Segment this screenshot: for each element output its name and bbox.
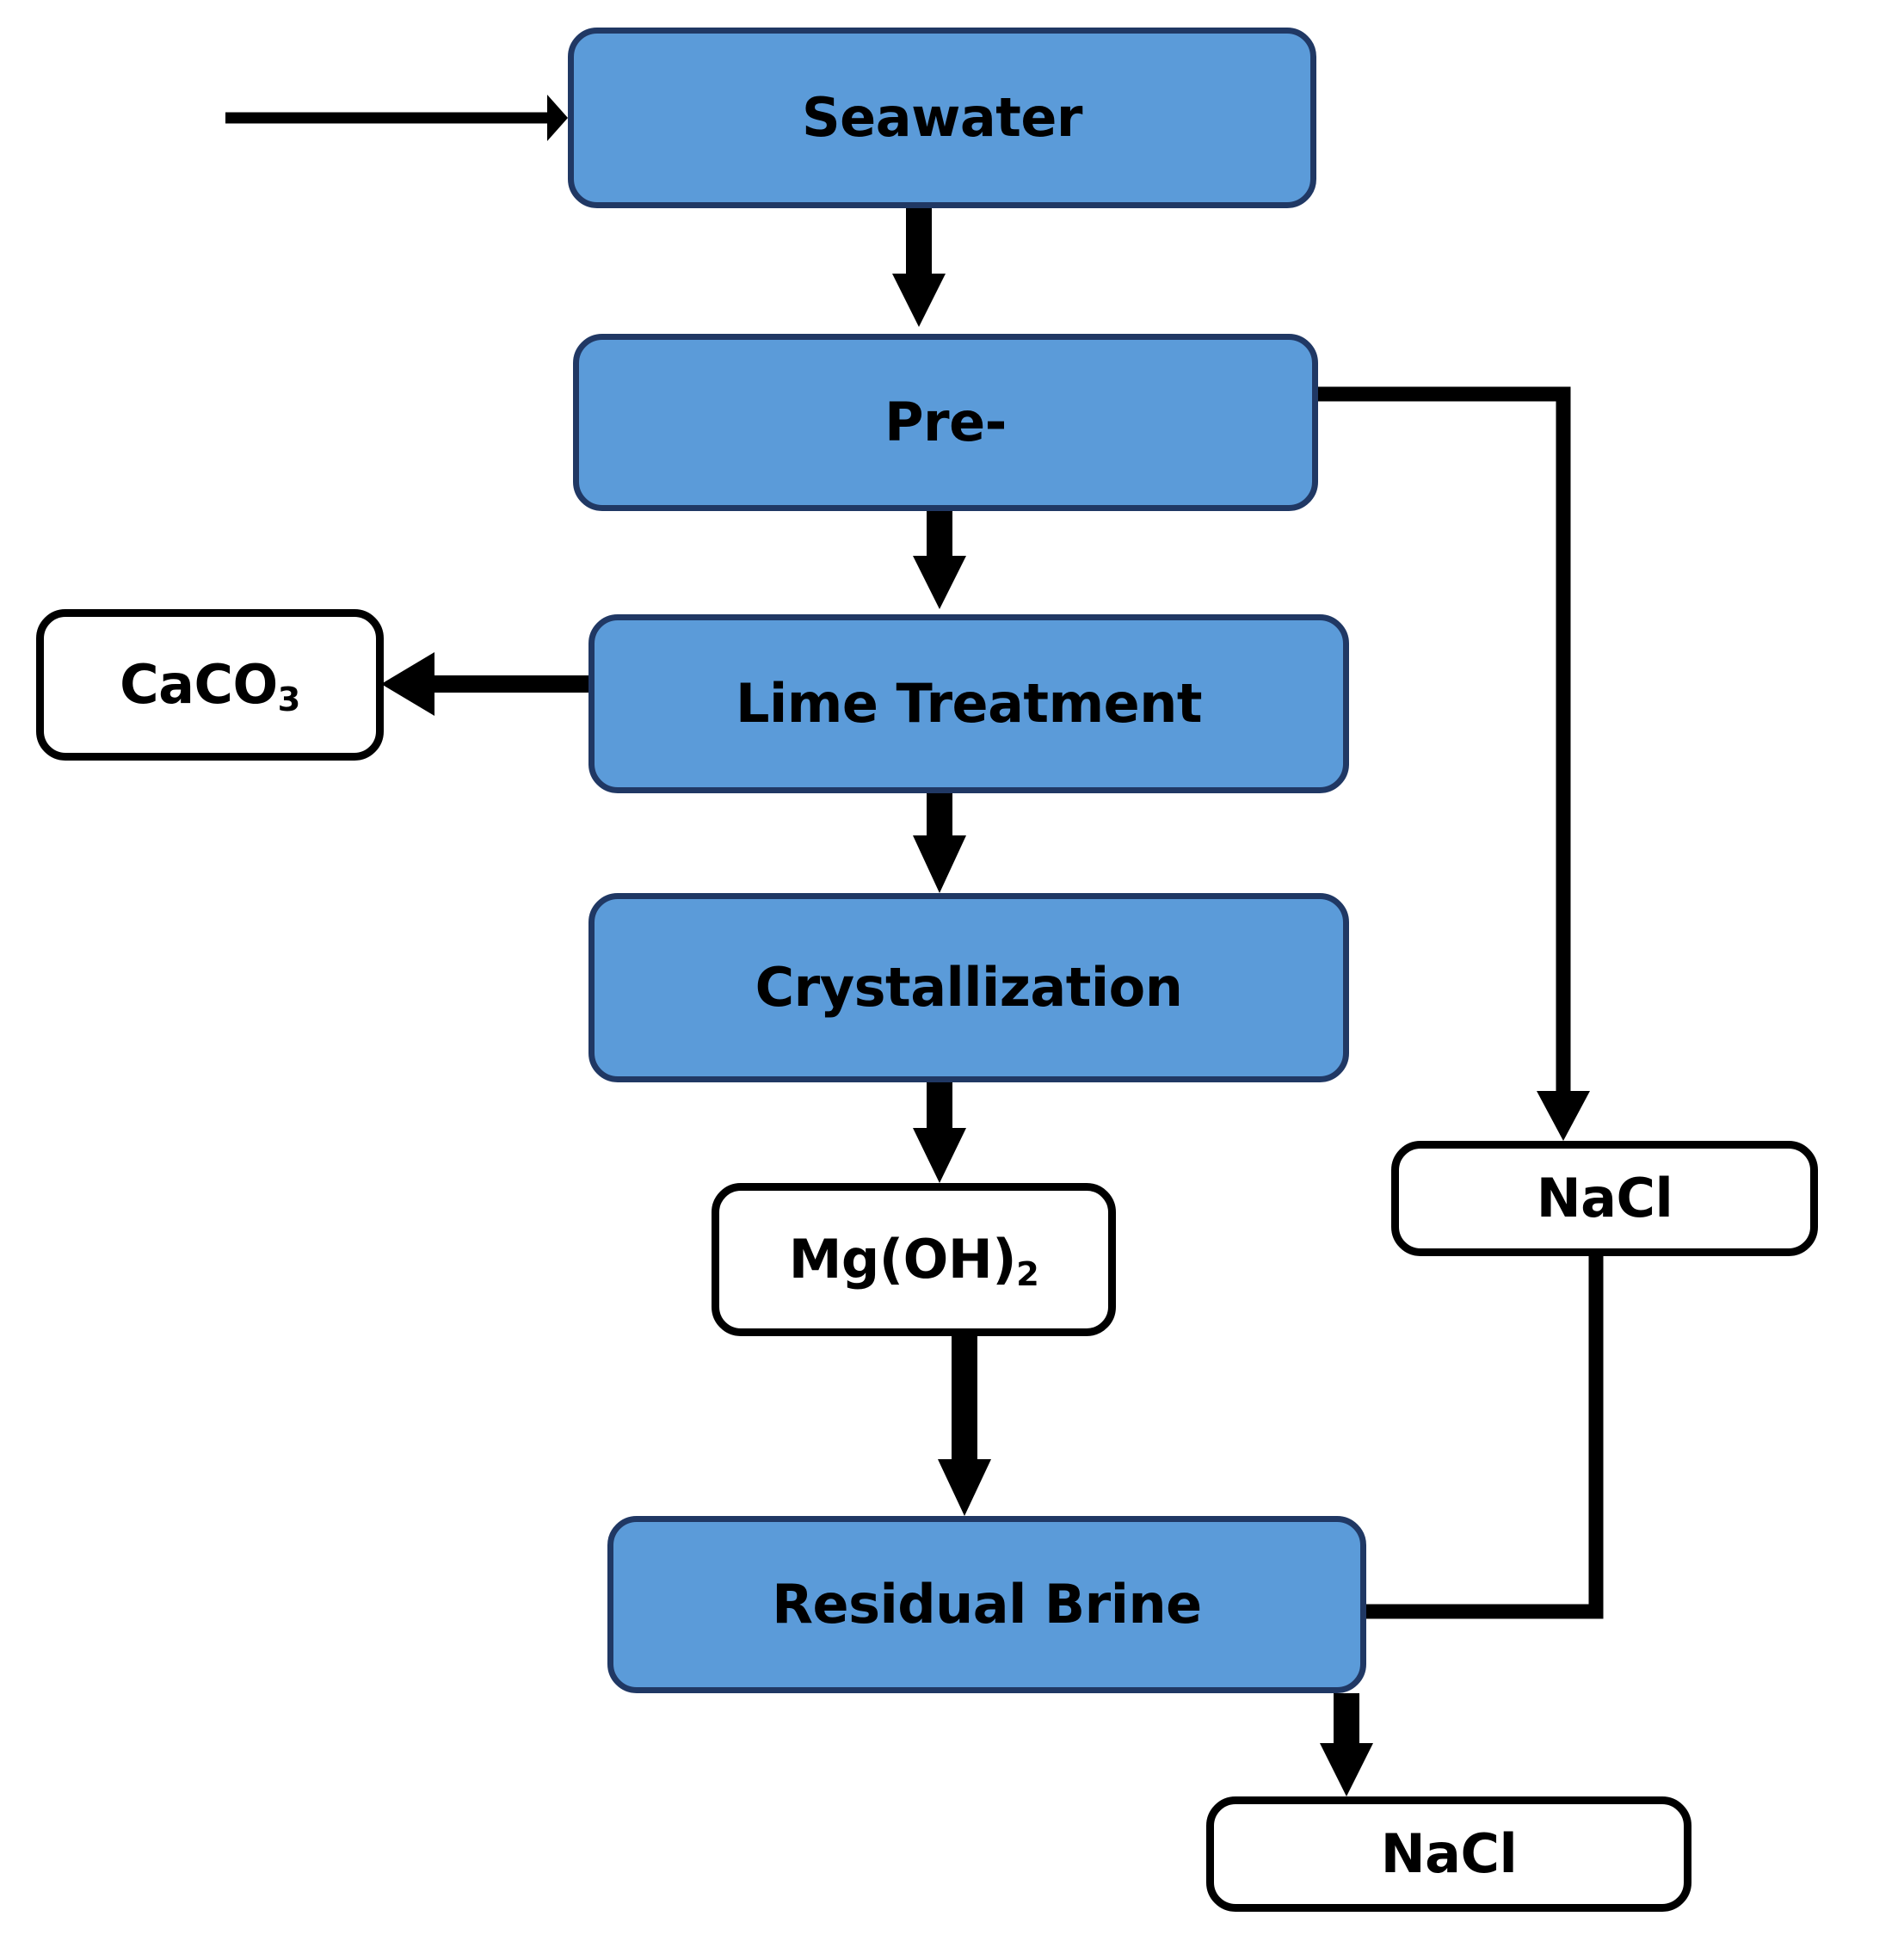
node-nacl-right[interactable]: NaCl	[1391, 1141, 1818, 1256]
node-caco3-subscript: 3	[277, 680, 301, 719]
node-residual-brine-label: Residual Brine	[772, 1573, 1202, 1636]
edge-feed-in	[225, 95, 568, 141]
node-lime-treatment[interactable]: Lime Treatment	[588, 614, 1349, 793]
node-nacl-bottom-label: NaCl	[1380, 1822, 1518, 1886]
node-nacl-right-label: NaCl	[1536, 1167, 1673, 1230]
edge-brine-to-nacl-right	[1365, 1255, 1604, 1619]
node-seawater-label: Seawater	[802, 86, 1082, 150]
node-caco3[interactable]: CaCO3	[36, 609, 384, 761]
node-pre[interactable]: Pre-	[573, 334, 1318, 511]
edge-lime-to-crystallization	[913, 793, 966, 893]
node-pre-label: Pre-	[884, 391, 1007, 454]
edge-pre-to-lime	[913, 509, 966, 609]
node-crystallization[interactable]: Crystallization	[588, 893, 1349, 1082]
edge-brine-to-nacl-bottom	[1320, 1693, 1373, 1796]
node-residual-brine[interactable]: Residual Brine	[607, 1516, 1366, 1693]
edge-seawater-to-pre	[892, 206, 946, 327]
edge-pre-to-nacl-right	[1318, 386, 1590, 1141]
node-caco3-formula: CaCO	[120, 653, 278, 717]
edge-lime-to-caco3	[381, 652, 594, 716]
node-mgoh2-label: Mg(OH)2	[789, 1231, 1039, 1291]
node-mgoh2[interactable]: Mg(OH)2	[712, 1183, 1116, 1336]
node-nacl-bottom[interactable]: NaCl	[1206, 1796, 1691, 1912]
edge-crystallization-to-mgoh2	[913, 1082, 966, 1183]
edge-mgoh2-to-brine	[938, 1336, 991, 1516]
node-caco3-label: CaCO3	[120, 656, 300, 717]
node-mgoh2-formula: Mg(OH)	[788, 1228, 1017, 1291]
node-lime-treatment-label: Lime Treatment	[735, 672, 1203, 736]
node-seawater[interactable]: Seawater	[568, 28, 1316, 208]
node-mgoh2-subscript: 2	[1016, 1254, 1039, 1294]
node-crystallization-label: Crystallization	[755, 956, 1183, 1020]
